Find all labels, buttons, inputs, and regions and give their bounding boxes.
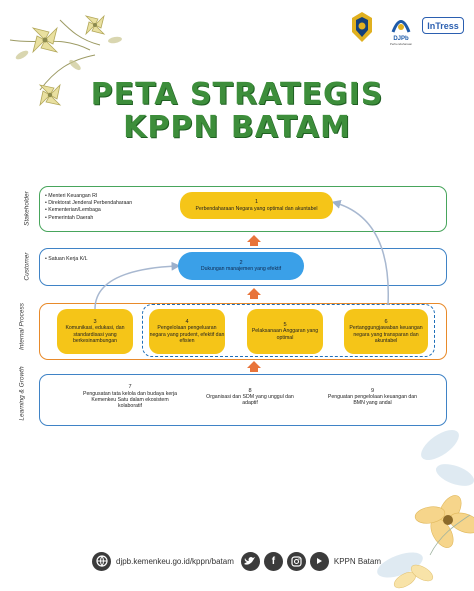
objective-node-1: 1 Perbendaharaan Negara yang optimal dan…: [180, 192, 333, 219]
footer-website-link[interactable]: djpb.kemenkeu.go.id/kppn/batam: [116, 556, 234, 566]
objective-text: Pelaksanaan Anggaran yang optimal: [251, 328, 319, 341]
kemenkeu-emblem-icon: [352, 12, 372, 42]
objective-node-3: 3 Komunikasi, edukasi, dan standardisasi…: [57, 309, 133, 354]
stakeholder-list: Menteri Keuangan RI Direktorat Jenderal …: [45, 193, 132, 222]
objective-text: Penguatan pengelolaan keuangan dan BMN y…: [327, 393, 418, 407]
globe-icon[interactable]: [92, 551, 111, 571]
intress-logo: InTress: [422, 17, 464, 34]
kemenkeu-logo: [345, 10, 379, 44]
twitter-icon[interactable]: [240, 551, 260, 571]
djpb-logo-subtext: Perbendaharaan: [389, 41, 413, 46]
page-title-line1: PETA STRATEGIS: [90, 77, 384, 112]
objective-number: 1: [254, 199, 259, 206]
flower-decoration-bottom-right: [377, 429, 474, 589]
objective-number: 2: [239, 259, 243, 266]
objective-number: 4: [185, 318, 189, 325]
objective-text: Komunikasi, edukasi, dan standardisasi y…: [65, 325, 125, 344]
internal-process-group: [142, 304, 435, 357]
objective-node-2: 2 Dukungan manajemen yang efektif: [178, 252, 304, 280]
page-title-line2: KPPN BATAM: [123, 110, 351, 145]
stakeholder-list-item: Menteri Keuangan RI: [45, 193, 132, 200]
flower-decoration-top-left: [9, 14, 122, 107]
stakeholder-list-item: Kementerian/Lembaga: [45, 207, 132, 214]
djpb-logo-text: DJPb: [393, 35, 409, 42]
djpb-emblem-icon: [391, 19, 411, 33]
objective-node-7: 7 Pengusatan tata kelola dan budaya kerj…: [80, 379, 180, 415]
objective-text: Pengusatan tata kelola dan budaya kerja …: [82, 390, 178, 410]
objective-number: 9: [370, 387, 375, 394]
customer-list-item: Satuan Kerja K/L: [45, 256, 87, 262]
objective-node-8: 8 Organisasi dan SDM yang unggul dan ada…: [205, 379, 295, 415]
objective-number: 3: [93, 318, 97, 325]
up-arrow-learning-to-internal: [247, 361, 261, 372]
objective-node-4: 4 Pengelolaan pengeluaran negara yang pr…: [149, 309, 225, 354]
objective-number: 7: [128, 384, 132, 391]
objective-node-9: 9 Penguatan pengelolaan keuangan dan BMN…: [325, 379, 420, 415]
instagram-icon[interactable]: [286, 551, 306, 571]
footer-social-name: KPPN Batam: [333, 556, 381, 566]
curve-arrow-6-to-1: [331, 200, 389, 306]
youtube-icon[interactable]: [309, 551, 329, 571]
objective-text: Perbendaharaan Negara yang optimal dan a…: [195, 205, 318, 212]
objective-text: Pertanggungjawaban keuangan negara yang …: [349, 325, 423, 344]
objective-node-5: 5 Pelaksanaan Anggaran yang optimal: [247, 309, 323, 354]
facebook-icon[interactable]: f: [263, 551, 283, 571]
up-arrow-2-to-1: [247, 235, 261, 246]
objective-text: Organisasi dan SDM yang unggul dan adapt…: [206, 393, 294, 407]
objective-number: 5: [283, 322, 287, 329]
djpb-logo: DJPb Perbendaharaan: [385, 12, 417, 48]
objective-node-6: 6 Pertanggungjawaban keuangan negara yan…: [344, 309, 428, 354]
footer: djpb.kemenkeu.go.id/kppn/batam f KPPN Ba…: [92, 550, 384, 572]
objective-number: 8: [248, 387, 252, 394]
objective-number: 6: [384, 318, 388, 325]
learning-growth-row: [39, 374, 447, 426]
curve-arrow-3-to-2: [94, 261, 181, 310]
stakeholder-list-item: Pemerintah Daerah: [45, 215, 132, 222]
up-arrows: [247, 235, 261, 372]
objective-text: Dukungan manajemen yang efektif: [200, 266, 282, 272]
up-arrow-internal-to-2: [247, 288, 261, 299]
stakeholder-list-item: Direktorat Jenderal Perbendaharaan: [45, 200, 132, 207]
objective-text: Pengelolaan pengeluaran negara yang prud…: [149, 325, 225, 344]
